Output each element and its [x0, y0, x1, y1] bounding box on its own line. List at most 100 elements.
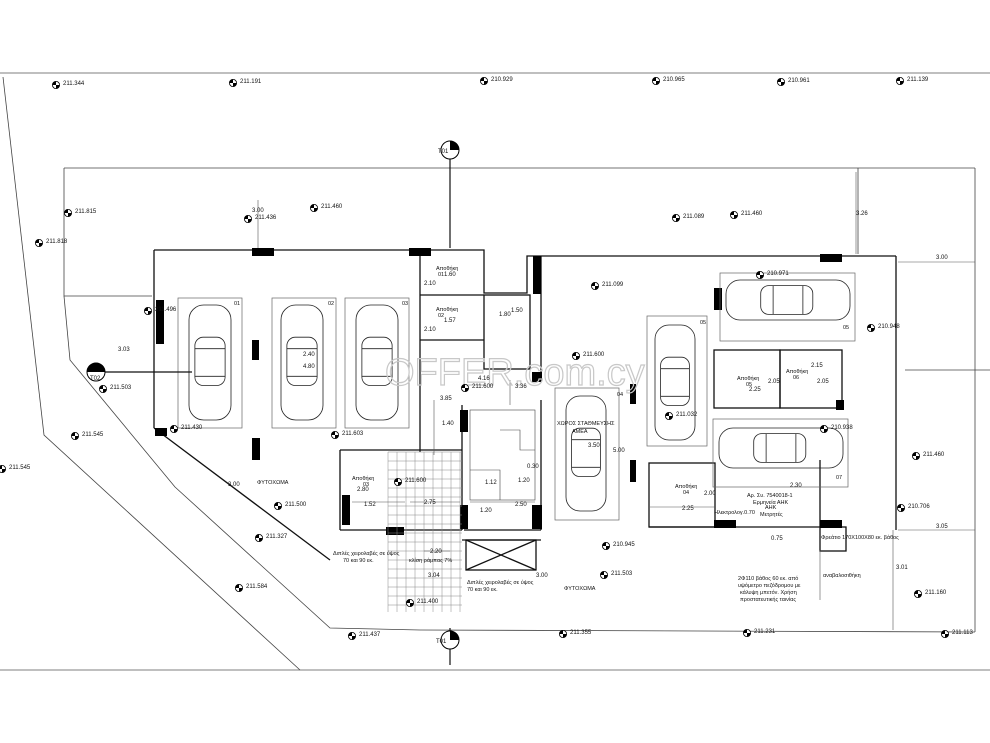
elevation-mark: 211.460 [912, 451, 945, 460]
dimension-value: 1.12 [485, 480, 497, 486]
elevation-mark: 211.600 [460, 383, 494, 392]
dimension-value: 2.50 [515, 502, 527, 508]
elevation-value: 211.327 [266, 534, 288, 540]
dimension-value: 5.00 [613, 448, 625, 454]
elevation-value: 211.139 [907, 77, 929, 83]
elevation-value: 211.545 [82, 432, 104, 438]
elevation-value: 210.929 [491, 77, 513, 83]
watermark-text: OFFER.com.cy [385, 352, 645, 394]
elevation-mark: 211.344 [52, 81, 85, 90]
elevation-value: 211.032 [676, 412, 698, 418]
dimension-value: 1.20 [518, 478, 530, 484]
elevation-value: 211.818 [46, 239, 68, 245]
room-label: Διπλές χειρολαβές σε ύψος [333, 550, 400, 557]
elevation-mark: 210.948 [867, 323, 900, 332]
elevation-value: 211.600 [583, 352, 605, 358]
car-horizontal [725, 279, 851, 321]
frame [0, 72, 990, 671]
elevation-value: 211.355 [570, 630, 592, 636]
elevation-mark: 211.327 [254, 534, 288, 543]
elevation-mark: 211.139 [896, 77, 929, 86]
elevation-value: 211.113 [952, 630, 973, 636]
dimension-value: 2.75 [424, 500, 436, 506]
elevation-mark: 211.191 [228, 79, 262, 88]
elevation-mark: 211.600 [572, 351, 605, 360]
room-label: 02 [438, 313, 444, 319]
room-label: ΦΥΤΟΧΩΜΑ [257, 480, 289, 486]
dimension-value: 3.03 [118, 347, 130, 353]
elevation-mark: 211.355 [559, 630, 592, 639]
car-vertical [654, 324, 696, 441]
dimension-value: 1.50 [511, 308, 523, 314]
dimension-value: 2.40 [303, 352, 315, 358]
parking-bays [177, 272, 856, 521]
dimension-value: 3.00 [252, 208, 264, 214]
room-label: 05 [843, 325, 849, 331]
dimension-value: 3.50 [588, 443, 600, 449]
elevation-mark: 211.231 [743, 629, 776, 638]
dimension-value: 3.00 [536, 573, 548, 579]
elevation-value: 211.600 [405, 478, 427, 484]
room-label: 07 [836, 475, 842, 481]
reference-lines [104, 152, 451, 665]
room-label: Ερμηνεία ΑΗΚ [753, 500, 788, 506]
elevation-value: 211.545 [9, 465, 31, 471]
section-marker-left: T02 [86, 362, 106, 382]
elevation-mark: 211.496 [143, 306, 177, 315]
dimension-value: 0.75 [771, 536, 783, 542]
elevation-value: 210.948 [878, 324, 900, 330]
elevation-value: 211.815 [75, 209, 97, 215]
elevation-mark: 211.400 [405, 599, 439, 608]
elevation-mark: 210.929 [479, 77, 513, 86]
room-label: ΑΜΕΑ [572, 429, 588, 435]
elevation-mark: 211.545 [0, 465, 31, 473]
elevation-value: 211.344 [63, 81, 85, 87]
elevation-mark: 210.706 [897, 503, 930, 512]
room-label: Αποθήκη [737, 375, 759, 382]
elevation-value: 210.938 [831, 425, 853, 431]
elevation-value: 211.496 [155, 307, 177, 313]
room-label: 05 [700, 320, 706, 326]
room-label: ΦΥΤΟΧΩΜΑ [564, 586, 596, 592]
dimension-value: 1.57 [444, 318, 456, 324]
dimension-value: 2.20 [430, 549, 442, 555]
elevation-value: 210.971 [767, 271, 789, 277]
dimension-lines [257, 172, 975, 630]
dimension-value: 2.05 [817, 379, 829, 385]
section-marker-bottom: T01 [436, 630, 460, 650]
elevation-mark: 211.503 [600, 571, 633, 580]
room-label: ΧΩΡΟΣ ΣΤΑΘΜΕΥΣΗΣ [557, 421, 615, 427]
elevation-mark: 211.545 [71, 431, 104, 440]
dimension-value: 3.04 [428, 573, 440, 579]
plot-boundary [2, 76, 990, 671]
ramp-grid [387, 451, 462, 612]
elevation-value: 211.460 [321, 204, 343, 210]
dimension-value: 2.25 [682, 506, 694, 512]
dimension-value: 1.20 [480, 508, 492, 514]
elevation-mark: 211.503 [99, 384, 132, 393]
room-label: Φρεάτιο 170X100X80 εκ. βάθος [821, 534, 899, 541]
elevation-mark: 211.600 [393, 477, 427, 486]
dimension-value: 0.30 [527, 464, 539, 470]
elevation-mark: 211.460 [309, 203, 343, 212]
elevation-mark: 211.815 [64, 208, 97, 217]
elevation-value: 211.430 [181, 425, 203, 431]
dimension-value: 4.16 [478, 376, 490, 382]
elevation-value: 211.600 [472, 384, 494, 390]
room-label: 03 [402, 301, 408, 307]
columns [155, 248, 844, 535]
elevation-mark: 211.436 [243, 214, 277, 223]
room-label: Ηλεκτρολογ.0.70 [714, 510, 755, 516]
dimension-value: 1.80 [499, 312, 511, 318]
elevation-mark: 210.965 [652, 77, 685, 86]
room-label: 70 και 90 εκ. [467, 587, 498, 593]
room-label: Αποθήκη [352, 475, 374, 482]
cars [188, 279, 851, 512]
elevation-mark: 210.945 [602, 542, 635, 551]
dimension-value: 2.00 [704, 491, 716, 497]
room-label: κλίση ράμπας 7% [409, 557, 452, 564]
elevation-value: 211.503 [110, 385, 132, 391]
